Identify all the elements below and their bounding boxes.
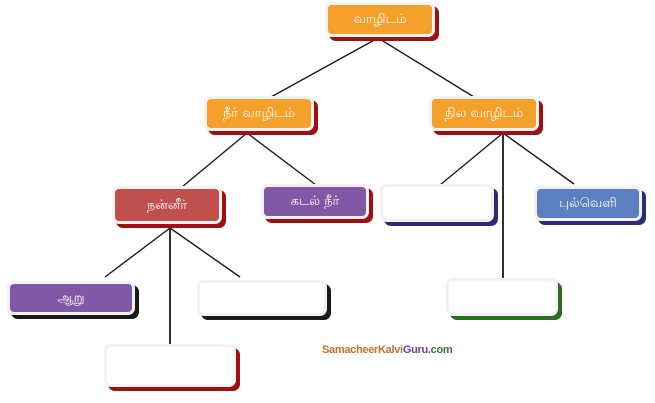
node-land-blank[interactable]: [380, 184, 494, 222]
edge-water-seawater: [246, 132, 317, 186]
node-freshwater-blank-right[interactable]: [197, 280, 327, 316]
watermark: SamacheerKalviGuru.com: [322, 344, 453, 356]
node-land-blank-bottom[interactable]: [446, 278, 558, 316]
node-label: ஆறு: [57, 290, 85, 306]
node-freshwater-blank-bottom[interactable]: [104, 344, 236, 387]
node-label: கடல் நீர்: [290, 194, 340, 209]
edge-freshwater-river: [104, 227, 171, 278]
node-river: ஆறு: [7, 281, 135, 315]
node-seawater: கடல் நீர்: [261, 184, 369, 219]
edge-root-land: [377, 37, 475, 98]
node-label: நீர் வாழிடம்: [222, 106, 296, 121]
edge-land-grassland: [502, 132, 575, 185]
edge-root-water: [270, 37, 379, 98]
edge-water-freshwater: [181, 132, 248, 188]
node-label: வாழிடம்: [353, 12, 407, 27]
edge-freshwater-blank-right: [169, 227, 241, 278]
node-water-habitat: நீர் வாழிடம்: [204, 96, 314, 131]
node-label: நன்னீர்: [146, 197, 188, 213]
node-label: புல்வெளி: [559, 196, 617, 211]
node-label: நில வாழிடம்: [444, 106, 524, 121]
watermark-part3: .com: [427, 344, 453, 356]
edge-land-blank: [439, 132, 504, 186]
watermark-part2: Guru: [402, 344, 428, 356]
node-grassland: புல்வெளி: [534, 186, 642, 221]
node-root-habitat: வாழிடம்: [325, 2, 435, 37]
node-land-habitat: நில வாழிடம்: [429, 96, 539, 131]
node-freshwater: நன்னீர்: [112, 186, 222, 224]
watermark-part1: SamacheerKalvi: [322, 344, 403, 356]
